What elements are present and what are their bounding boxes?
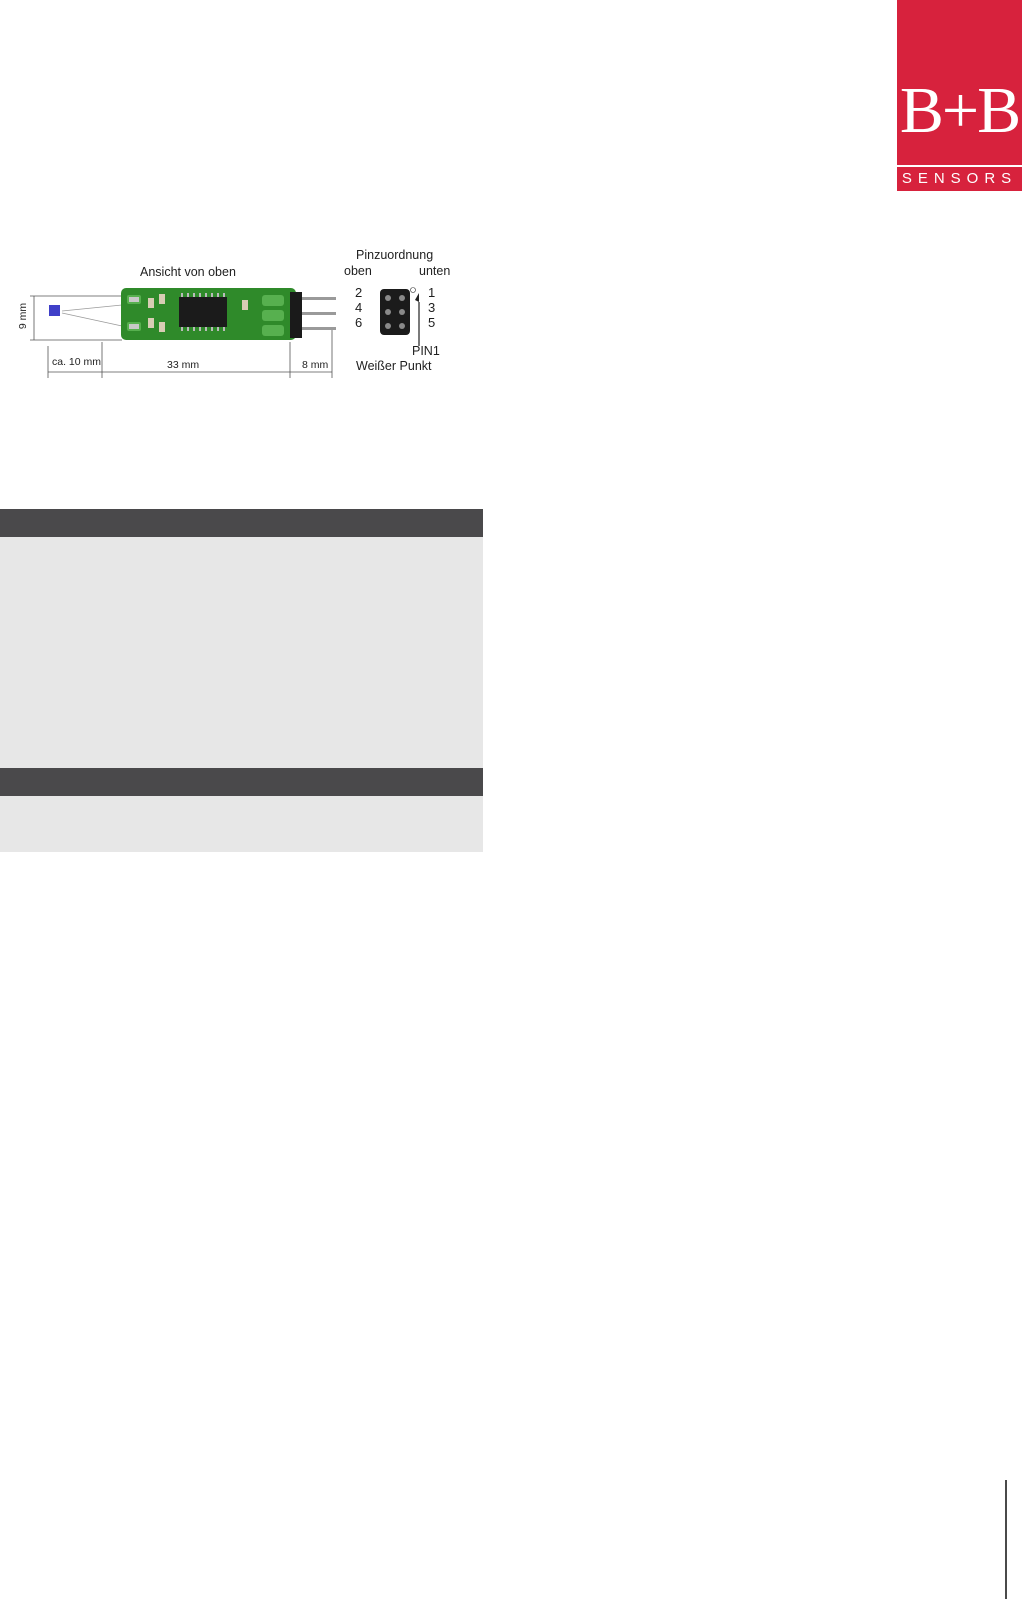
dimension-board: 33 mm — [167, 359, 200, 371]
pin-number: 1 — [428, 285, 436, 300]
dimension-pins: 8 mm — [302, 359, 329, 371]
pin-number: 3 — [428, 300, 436, 315]
pin-assignment-title: Pinzuordnung — [356, 248, 434, 262]
section-panel — [0, 537, 483, 768]
top-label: oben — [344, 264, 372, 278]
pin1-note: Weißer Punkt — [356, 359, 432, 373]
pin1-label: PIN1 — [412, 344, 440, 358]
logo-subtitle: SENSORS — [901, 170, 1018, 187]
section-header-bar — [0, 768, 483, 796]
logo-rule — [897, 165, 1022, 167]
ic-chip — [179, 297, 227, 327]
logo-mark: B+B — [899, 74, 1021, 147]
section-header-bar — [0, 509, 483, 537]
pin-number: 5 — [428, 315, 436, 330]
sensor-probe — [49, 305, 60, 316]
pcb-illustration — [30, 287, 420, 378]
dimension-height: 9 mm — [17, 302, 30, 330]
view-label: Ansicht von oben — [140, 265, 236, 279]
dimension-probe: ca. 10 mm — [52, 356, 102, 368]
page-marker-line — [1005, 1480, 1007, 1599]
product-drawing: Ansicht von oben Pinzuordnung oben unten… — [17, 248, 476, 390]
bottom-label: unten — [419, 264, 451, 278]
brand-logo: B+B SENSORS — [897, 0, 1022, 191]
section-panel — [0, 796, 483, 852]
pin-connector — [380, 289, 410, 335]
pin-number: 4 — [355, 300, 363, 315]
pin-number: 2 — [355, 285, 363, 300]
pin-number: 6 — [355, 315, 363, 330]
